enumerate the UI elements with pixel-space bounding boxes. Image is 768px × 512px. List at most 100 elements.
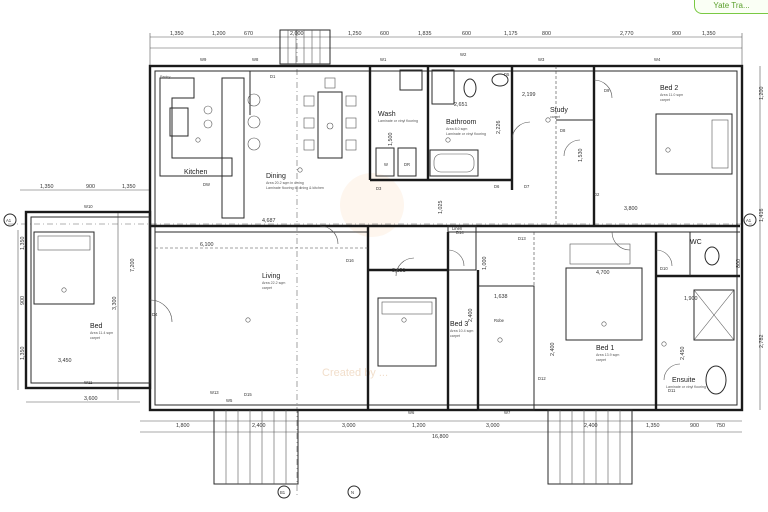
label-bed-3-area: Area 10.4 sqm: [450, 329, 473, 333]
dim-left-ext-outer: 3,600: [84, 396, 98, 402]
dim-top-6: 600: [380, 31, 389, 37]
label-study-note: carpet: [550, 115, 560, 119]
label-bed-west: Bed: [90, 323, 103, 330]
dim-top-10: 800: [542, 31, 551, 37]
watermark-text: Created by ...: [322, 367, 388, 379]
label-living-note: carpet: [262, 286, 272, 290]
dim-top-2: 1,200: [212, 31, 226, 37]
dim-int-11: 2,226: [496, 121, 502, 135]
dim-top-8: 600: [462, 31, 471, 37]
tag-w8: W8: [252, 57, 259, 62]
tag-w13: W13: [210, 390, 219, 395]
room-labels: Pantry Kitchen Dining Area 20.2 sqm in d…: [90, 75, 706, 389]
dim-bottom-1: 1,800: [176, 423, 190, 429]
label-living-area: Area 22.2 sqm: [262, 281, 285, 285]
label-bed-1-note: carpet: [596, 358, 606, 362]
dim-right-1: 1,200: [759, 87, 765, 101]
tag-w9: W9: [200, 57, 207, 62]
axis-marker-b1: [277, 485, 291, 499]
tag-w5: W5: [226, 398, 233, 403]
dim-int-5: 4,700: [596, 270, 610, 276]
tag-w4: W4: [654, 57, 661, 62]
label-bed-west-note: carpet: [90, 336, 100, 340]
dim-top-5: 1,250: [348, 31, 362, 37]
dim-left-ext-3: 1,350: [122, 184, 136, 190]
label-dining-area: Area 20.2 sqm in dining: [266, 181, 304, 185]
dim-top-13: 1,350: [702, 31, 716, 37]
dim-left-v-inner: 3,300: [112, 297, 118, 311]
dim-int-2: 4,687: [262, 218, 276, 224]
dim-bottom-4: 1,200: [412, 423, 426, 429]
axis-markers: A1 A1 B1 N: [3, 213, 757, 499]
dim-int-7: 1,900: [684, 296, 698, 302]
dim-top-9: 1,175: [504, 31, 518, 37]
tag-d9: D9: [604, 88, 610, 93]
dim-bottom-5: 3,000: [486, 423, 500, 429]
tag-d11: D11: [668, 388, 676, 393]
dim-int-10: 1,025: [438, 201, 444, 215]
interior-dimensions: 6,100 4,687 3,151 3,800 4,700 1,638 1,90…: [200, 92, 698, 360]
dim-right-2: 1,416: [759, 209, 765, 223]
tag-w6: W6: [408, 410, 415, 415]
dim-int-14: 2,400: [550, 343, 556, 357]
dim-left-v-3: 900: [20, 296, 26, 305]
dim-int-17: 2,450: [680, 347, 686, 361]
tag-w1: W1: [380, 57, 387, 62]
dimension-top: 1,350 1,200 670 2,000 1,250 600 1,835 60…: [149, 31, 743, 66]
tag-w7: W7: [504, 410, 511, 415]
dim-top-4: 2,000: [290, 31, 304, 37]
label-ensuite-note: Laminate or vinyl flooring: [666, 385, 706, 389]
label-bathroom: Bathroom: [446, 119, 477, 126]
light-fittings: [61, 117, 671, 347]
dim-int-6: 1,638: [494, 294, 508, 300]
label-bathroom-area: Area 8.0 sqm: [446, 127, 467, 131]
north-label: N: [351, 490, 354, 495]
door-tags: D1 D2 D3 D4 D5 D6 D7 D8 D9 D10 D11 D12 D…: [152, 72, 676, 397]
dim-top-1: 1,350: [170, 31, 184, 37]
tag-w2: W2: [460, 52, 467, 57]
north-arrow-icon: [347, 485, 361, 499]
tag-d15: D15: [244, 392, 252, 397]
dim-int-12: 1,500: [388, 133, 394, 147]
tag-d4: D4: [152, 312, 158, 317]
label-bed-west-area: Area 11.4 sqm: [90, 331, 113, 335]
tag-d2: D2: [594, 192, 600, 197]
door-swings: [149, 79, 681, 381]
dimension-right: 1,200 1,416 800 2,782: [736, 66, 765, 410]
tag-w11: W11: [84, 380, 93, 385]
axis-label-a1-right: A1: [746, 218, 752, 223]
dim-int-4: 3,800: [624, 206, 638, 212]
dimension-left: 1,350 900 1,350 3,450 3,600 1,350 7,200 …: [17, 184, 150, 403]
tag-d16: D16: [346, 258, 354, 263]
label-bed-3: Bed 3: [450, 321, 468, 328]
label-wc: WC: [690, 239, 702, 246]
dim-bottom-8: 900: [690, 423, 699, 429]
dim-bottom-6: 2,400: [584, 423, 598, 429]
tag-d5: D5: [504, 72, 510, 77]
dim-left-ext-2: 900: [86, 184, 95, 190]
tag-w3: W3: [538, 57, 545, 62]
dim-left-v-4: 1,350: [20, 347, 26, 361]
window-tags: W9 W8 W1 W2 W3 W4 W10 W11 W5 W6 W7 W13: [84, 52, 661, 415]
dim-int-16: 1,000: [482, 257, 488, 271]
tag-d3: D3: [376, 186, 382, 191]
label-living: Living: [262, 273, 280, 280]
dim-bottom-2: 2,400: [252, 423, 266, 429]
tag-w10: W10: [84, 204, 93, 209]
label-dr: DR: [404, 162, 410, 167]
tag-d7: D7: [524, 184, 530, 189]
dim-right-4: 2,782: [759, 335, 765, 349]
axis-label-b1: B1: [280, 490, 286, 495]
dim-int-3: 3,151: [392, 268, 406, 274]
tag-d10: D10: [660, 266, 668, 271]
axis-marker-a1-right: [743, 213, 757, 227]
tag-d12: D12: [538, 376, 546, 381]
tag-d13: D13: [518, 236, 526, 241]
fixtures: [33, 69, 735, 395]
label-bed-2-note: carpet: [660, 98, 670, 102]
label-kitchen: Kitchen: [184, 169, 207, 176]
label-w: W: [384, 162, 388, 167]
tag-d6: D6: [494, 184, 500, 189]
dashed-lines: [155, 66, 557, 286]
